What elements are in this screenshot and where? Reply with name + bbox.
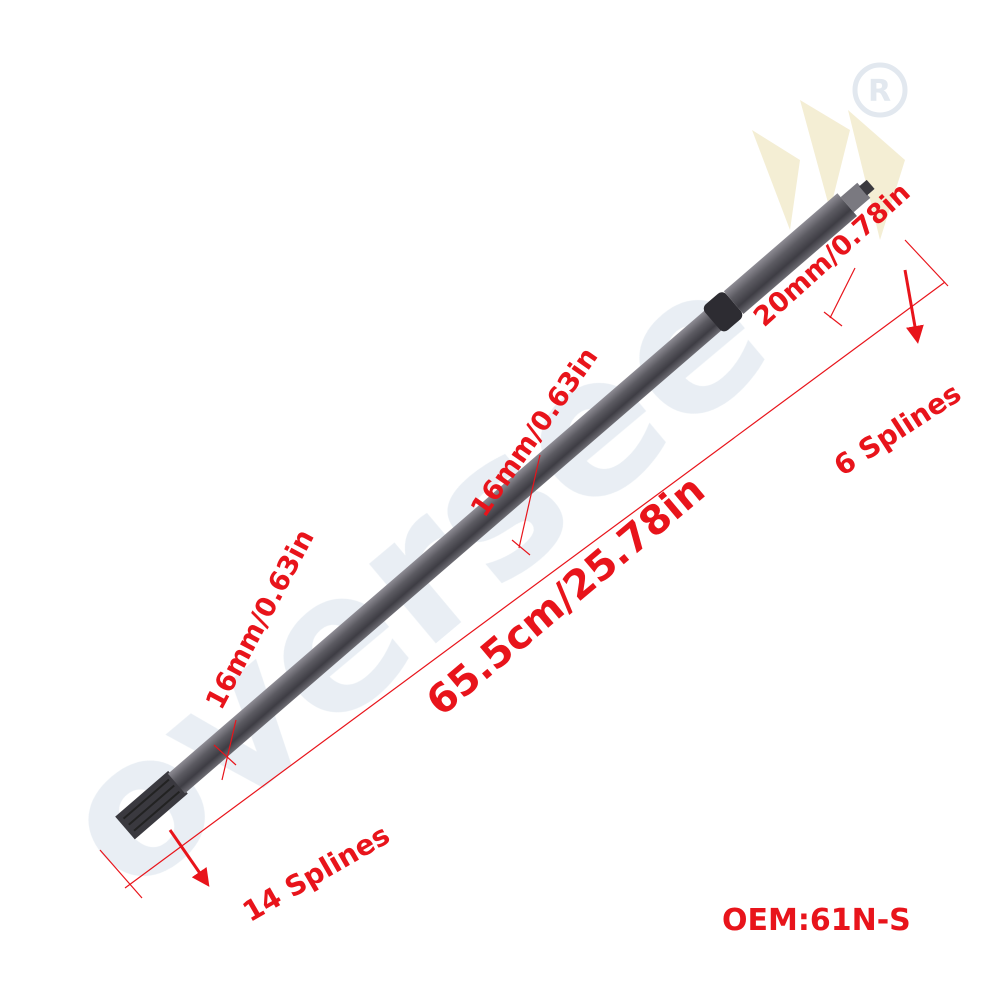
svg-text:R: R <box>868 74 891 109</box>
arrow-left-icon <box>168 829 210 887</box>
oem-code-label: OEM:61N-S <box>722 903 911 938</box>
dimension-lines <box>99 239 949 899</box>
spline-arrows <box>168 269 924 887</box>
registered-mark-icon <box>852 62 908 118</box>
arrow-right-icon <box>903 269 924 344</box>
shaft-body <box>167 309 723 794</box>
drive-shaft <box>115 179 875 840</box>
collar <box>703 292 743 332</box>
